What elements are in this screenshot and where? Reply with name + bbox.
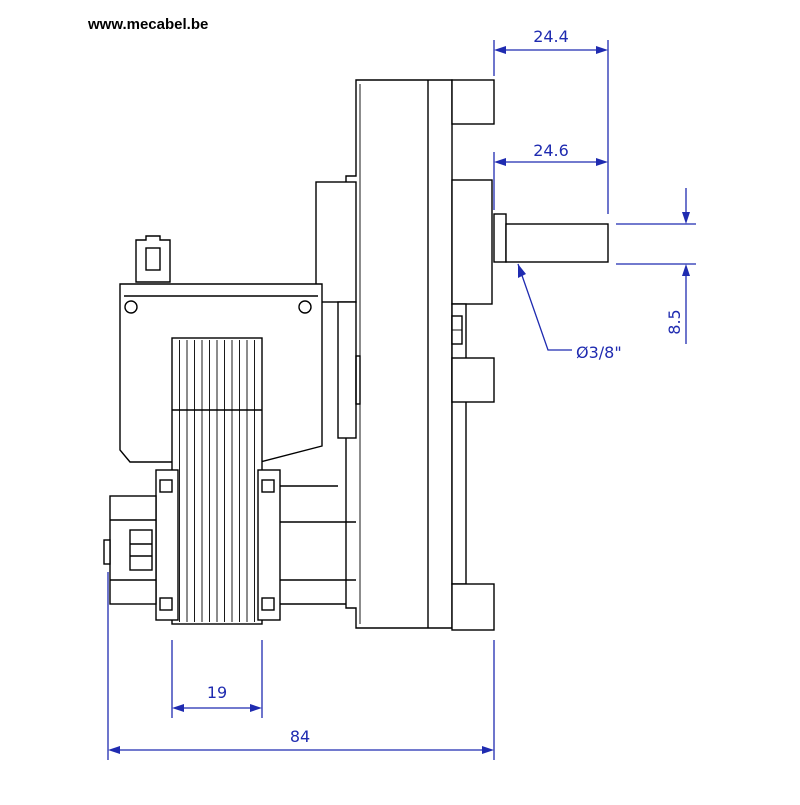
dim-shaft-diameter: Ø3/8" bbox=[576, 343, 622, 362]
middle-boss bbox=[451, 357, 495, 403]
motor-coil bbox=[171, 337, 263, 625]
gearbox-side-block bbox=[315, 181, 357, 303]
gearbox-front-plate bbox=[345, 79, 453, 629]
dim-coil-width: 19 bbox=[207, 683, 227, 702]
output-shaft bbox=[493, 213, 609, 263]
dim-shaft-offset: 8.5 bbox=[665, 309, 684, 334]
top-boss bbox=[451, 79, 495, 125]
gearbox-rear-housing bbox=[451, 179, 493, 305]
site-url: www.mecabel.be bbox=[88, 16, 209, 33]
dim-top-width: 24.4 bbox=[533, 27, 569, 46]
motor bbox=[103, 235, 356, 625]
dim-overall-width: 84 bbox=[290, 727, 310, 746]
housing-hole-right bbox=[298, 300, 312, 314]
shaft bbox=[505, 223, 609, 263]
dimension-lines: 24.4 24.6 8.5 Ø3/8" 19 bbox=[107, 27, 696, 760]
housing-hole-left bbox=[124, 300, 138, 314]
terminal-connector bbox=[135, 235, 171, 283]
mounting-nut bbox=[129, 529, 153, 571]
dim-shaft-length: 24.6 bbox=[533, 141, 569, 160]
bottom-boss bbox=[451, 583, 495, 631]
gearbox bbox=[315, 79, 495, 631]
